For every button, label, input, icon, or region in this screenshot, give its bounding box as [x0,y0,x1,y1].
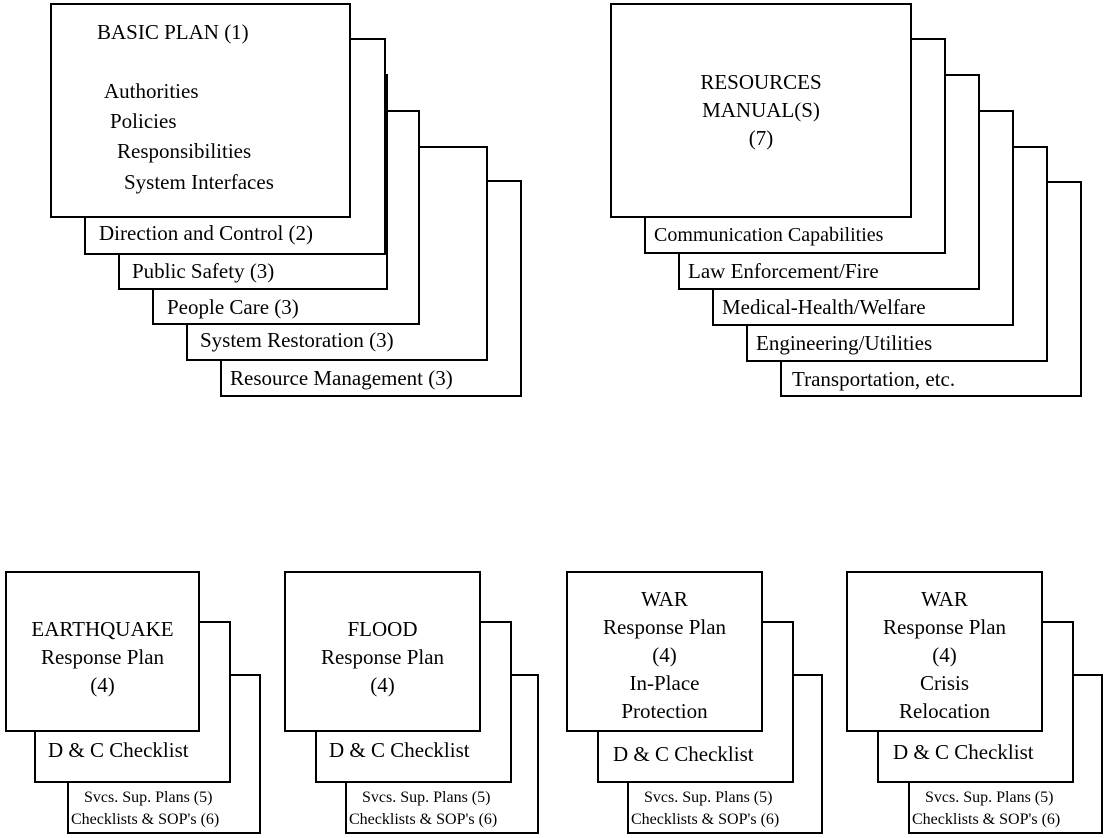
tab-label: System Restoration (3) [200,328,394,352]
basic-plan-main: BASIC PLAN (1) Authorities Policies Resp… [50,3,351,218]
plan-title: WAR Response Plan (4) In-Place Protectio… [568,585,761,725]
title-line: Relocation [899,699,990,723]
basic-plan-item: Policies [110,109,177,133]
title-line: EARTHQUAKE [31,617,174,641]
title-line: WAR [641,587,688,611]
tab-label: Direction and Control (2) [99,221,314,245]
dc-checklist-label: D & C Checklist [48,738,189,762]
title-line: (4) [90,673,115,697]
war-in-place-plan-main: WAR Response Plan (4) In-Place Protectio… [566,571,763,732]
title-line: MANUAL(S) [702,98,820,122]
dc-checklist-label: D & C Checklist [613,742,754,766]
svcs-sup-plans-label: Svcs. Sup. Plans (5) [362,789,491,806]
checklists-sops-label: Checklists & SOP's (6) [912,811,1061,828]
plan-title: WAR Response Plan (4) Crisis Relocation [848,585,1041,725]
tab-label: Communication Capabilities [654,224,884,246]
checklists-sops-label: Checklists & SOP's (6) [631,811,780,828]
svcs-sup-plans-label: Svcs. Sup. Plans (5) [925,789,1054,806]
basic-plan-item: Responsibilities [117,139,252,163]
checklists-sops-label: Checklists & SOP's (6) [71,811,220,828]
title-line: In-Place [629,671,700,695]
tab-label: Public Safety (3) [132,259,275,283]
title-line: (4) [932,643,957,667]
title-line: FLOOD [347,617,418,641]
title-line: Response Plan [320,645,445,669]
resources-manual-title: RESOURCES MANUAL(S) (7) [612,68,910,152]
title-line: (4) [370,673,395,697]
basic-plan-item: System Interfaces [124,170,274,194]
tab-label: People Care (3) [167,295,299,319]
title-line: WAR [921,587,968,611]
dc-checklist-label: D & C Checklist [329,738,470,762]
basic-plan-title: BASIC PLAN (1) [97,20,249,44]
title-line: Response Plan [602,615,727,639]
svcs-sup-plans-label: Svcs. Sup. Plans (5) [84,789,213,806]
plan-title: FLOOD Response Plan (4) [286,615,479,699]
tab-label: Engineering/Utilities [756,331,933,355]
tab-label: Law Enforcement/Fire [688,259,879,283]
earthquake-plan-main: EARTHQUAKE Response Plan (4) [5,571,200,732]
war-crisis-relocation-plan-main: WAR Response Plan (4) Crisis Relocation [846,571,1043,732]
checklists-sops-label: Checklists & SOP's (6) [349,811,498,828]
title-line: Response Plan [40,645,165,669]
title-line: (7) [748,126,774,150]
plan-title: EARTHQUAKE Response Plan (4) [7,615,198,699]
title-line: Crisis [919,671,969,695]
title-line: Response Plan [882,615,1007,639]
resources-manual-main: RESOURCES MANUAL(S) (7) [610,3,912,218]
tab-label: Transportation, etc. [792,367,956,391]
flood-plan-main: FLOOD Response Plan (4) [284,571,481,732]
title-line: Protection [621,699,708,723]
title-line: RESOURCES [700,70,822,94]
title-line: (4) [652,643,677,667]
tab-label: Medical-Health/Welfare [722,295,926,319]
basic-plan-item: Authorities [104,79,199,103]
svcs-sup-plans-label: Svcs. Sup. Plans (5) [644,789,773,806]
dc-checklist-label: D & C Checklist [893,740,1034,764]
tab-label: Resource Management (3) [230,366,453,390]
